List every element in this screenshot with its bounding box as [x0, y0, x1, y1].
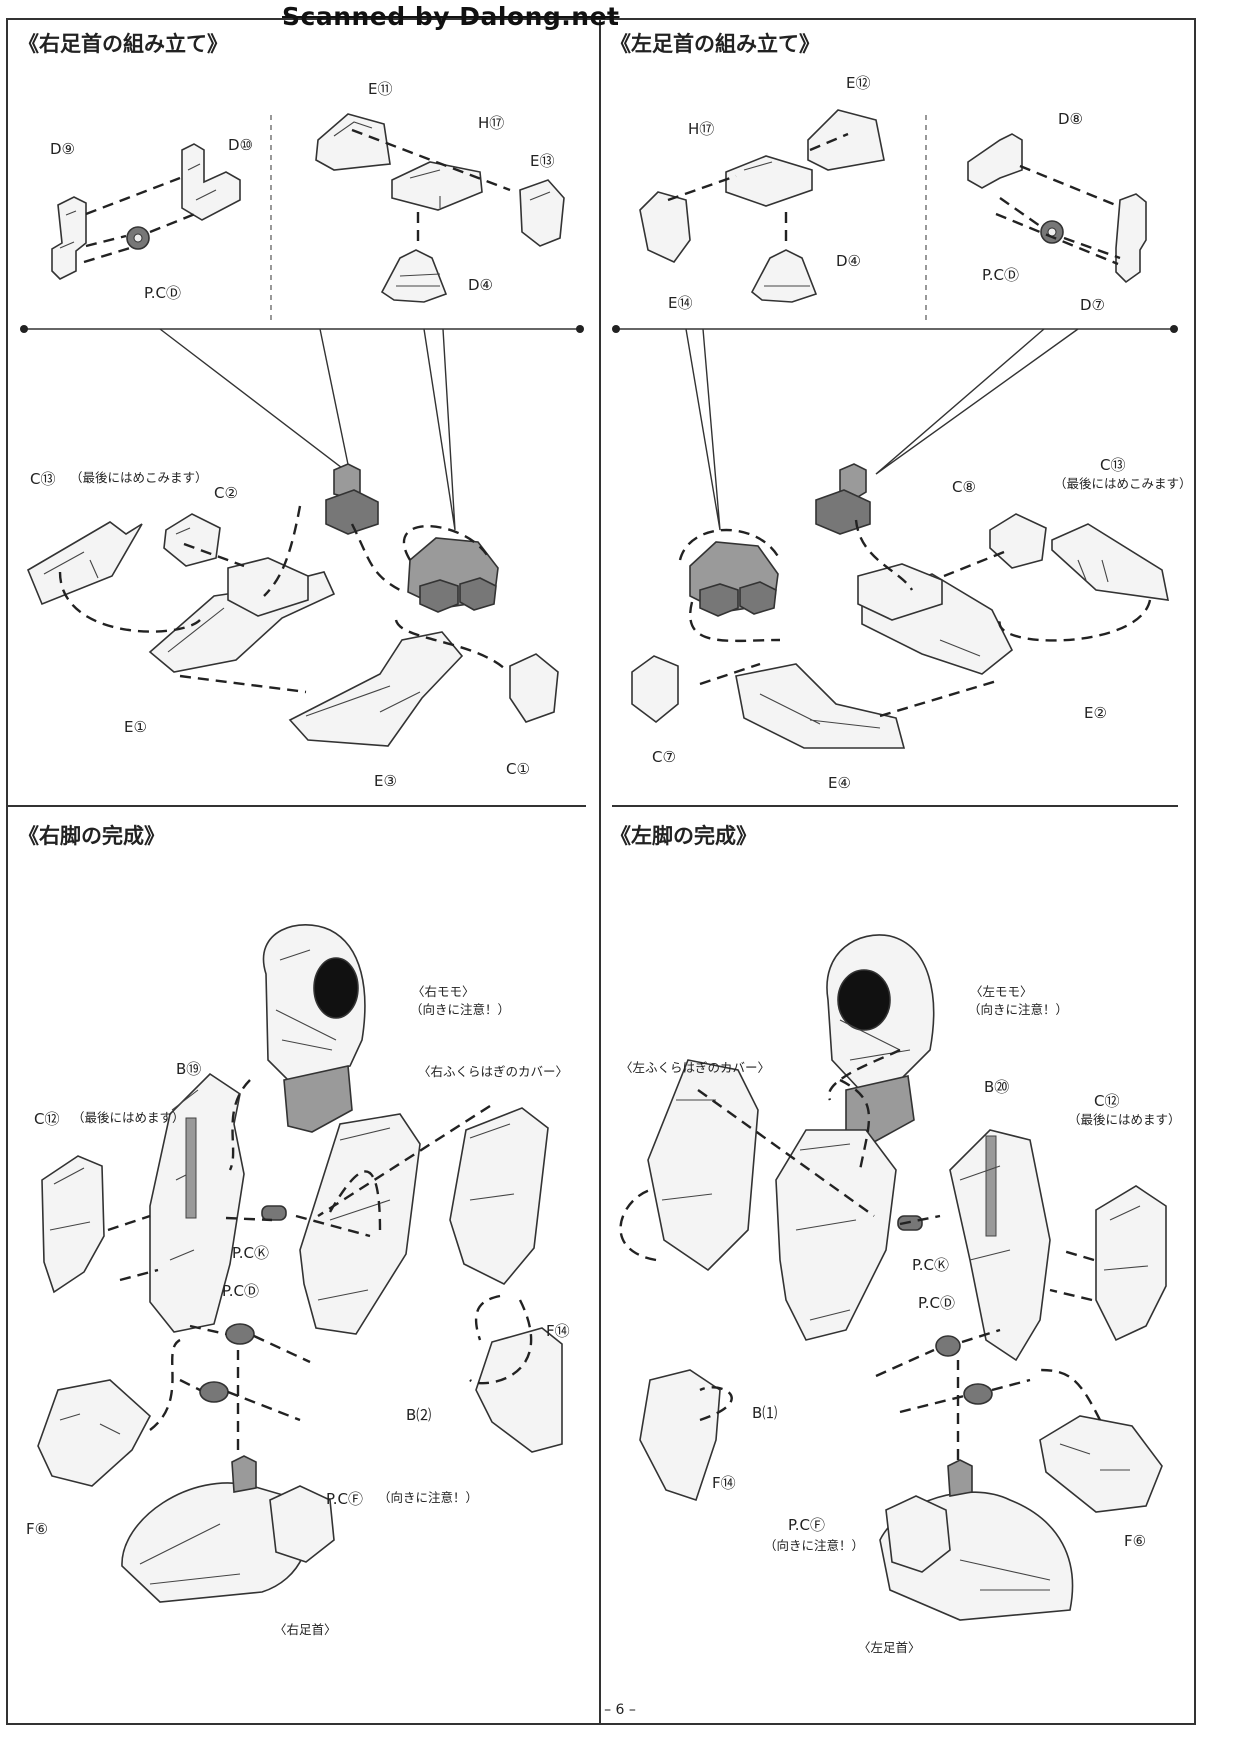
row-divider-left [6, 805, 586, 807]
note-c13-left: （最後にはめこみます） [1054, 476, 1192, 491]
label-right-calf-cover: 〈右ふくらはぎのカバー〉 [418, 1064, 569, 1079]
label-f14-left: F⑭ [712, 1474, 736, 1492]
label-pc-f: P.CⒻ [326, 1490, 363, 1508]
label-c13-left: C⑬ [1100, 456, 1126, 474]
row-divider-right [612, 805, 1178, 807]
note-pc-f-left: （向きに注意！） [764, 1538, 865, 1553]
label-pc-d: P.CⒹ [144, 284, 181, 302]
label-e3: E③ [374, 772, 397, 790]
label-d8: D⑧ [1058, 110, 1083, 128]
callout-pointers [20, 325, 1178, 531]
label-e13: E⑬ [530, 152, 555, 170]
note-pc-f: （向きに注意！） [378, 1490, 479, 1505]
left-ankle-main-diagram [631, 463, 1170, 749]
label-left-thigh: 〈左モモ〉 [970, 984, 1033, 999]
heading-right-leg: 《右脚の完成》 [18, 824, 165, 848]
heading-left-ankle: 《左足首の組み立て》 [610, 32, 820, 56]
page-border [6, 18, 1196, 1725]
right-ankle-subassembly-diagram [51, 113, 565, 325]
label-e14: E⑭ [668, 294, 693, 312]
right-leg-diagram [37, 923, 563, 1603]
label-c2: C② [214, 484, 238, 502]
label-c1: C① [506, 760, 530, 778]
label-d4: D④ [468, 276, 493, 294]
label-pc-k-left: P.CⓀ [912, 1256, 949, 1274]
note-right-thigh: （向きに注意！） [410, 1002, 511, 1017]
label-c12: C⑫ [34, 1110, 60, 1128]
label-pc-d-right-leg: P.CⒹ [222, 1282, 259, 1300]
note-c12-left: （最後にはめます） [1068, 1112, 1181, 1127]
scan-watermark: Scanned by Dalong.net [282, 2, 620, 31]
label-right-thigh: 〈右モモ〉 [412, 984, 475, 999]
label-f6: F⑥ [26, 1520, 49, 1538]
label-c12-left: C⑫ [1094, 1092, 1120, 1110]
label-b22: B⑵ [406, 1406, 432, 1424]
label-c7: C⑦ [652, 748, 676, 766]
label-pc-k: P.CⓀ [232, 1244, 269, 1262]
right-ankle-main-diagram [26, 463, 559, 747]
left-leg-diagram [619, 934, 1167, 1621]
heading-left-leg: 《左脚の完成》 [610, 824, 757, 848]
label-d4-left: D④ [836, 252, 861, 270]
note-c12: （最後にはめます） [72, 1110, 185, 1125]
label-c8: C⑧ [952, 478, 976, 496]
label-d10: D⑩ [228, 136, 253, 154]
label-e12: E⑫ [846, 74, 871, 92]
page-number: – 6 – [604, 1702, 636, 1718]
column-divider [599, 18, 601, 1725]
label-pc-d-left: P.CⒹ [982, 266, 1019, 284]
label-e2: E② [1084, 704, 1107, 722]
left-ankle-subassembly-diagram [639, 109, 1147, 325]
label-right-ankle-part: 〈右足首〉 [274, 1622, 337, 1637]
heading-right-ankle: 《右足首の組み立て》 [18, 32, 228, 56]
label-d9: D⑨ [50, 140, 75, 158]
label-d7: D⑦ [1080, 296, 1105, 314]
label-f14: F⑭ [546, 1322, 570, 1340]
label-h17-left: H⑰ [688, 120, 715, 138]
label-e11: E⑪ [368, 80, 393, 98]
label-left-calf-cover: 〈左ふくらはぎのカバー〉 [620, 1060, 771, 1075]
label-pc-d-left-leg: P.CⒹ [918, 1294, 955, 1312]
label-h17: H⑰ [478, 114, 505, 132]
label-f6-left: F⑥ [1124, 1532, 1147, 1550]
label-b21: B⑴ [752, 1404, 778, 1422]
label-pc-f-left: P.CⒻ [788, 1516, 825, 1534]
label-c13: C⑬ [30, 470, 56, 488]
label-left-ankle-part: 〈左足首〉 [858, 1640, 921, 1655]
label-e1: E① [124, 718, 147, 736]
note-left-thigh: （向きに注意！） [968, 1002, 1069, 1017]
note-c13: （最後にはめこみます） [70, 470, 208, 485]
label-b19: B⑲ [176, 1060, 202, 1078]
label-b20: B⑳ [984, 1078, 1010, 1096]
label-e4: E④ [828, 774, 851, 792]
